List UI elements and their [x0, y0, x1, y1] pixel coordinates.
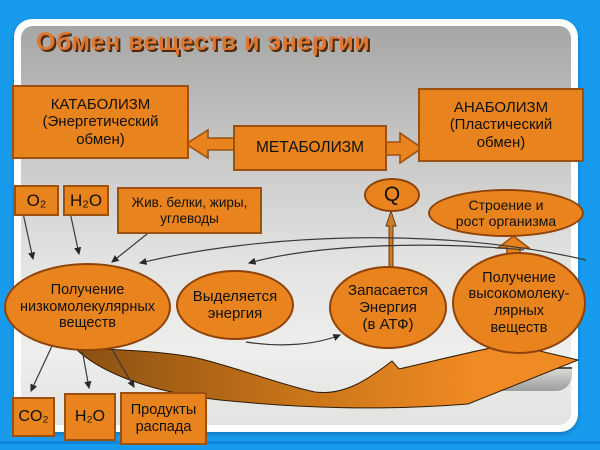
line-low-to-water-icon	[81, 348, 92, 390]
anabolism-box: АНАБОЛИЗМ (Пластический обмен)	[418, 88, 584, 162]
arrow-to-catabolism-icon	[184, 128, 235, 160]
cycle-swoosh-arrow-icon	[73, 343, 580, 409]
oxygen-input-box: O₂	[14, 185, 59, 216]
water-input-box: H₂O	[63, 185, 109, 216]
nutrients-box: Жив. белки, жиры, углеводы	[117, 187, 262, 234]
low-molecular-ellipse: Получение низкомолекулярных веществ	[4, 263, 171, 351]
arrow-energy-to-q-icon	[385, 209, 397, 277]
line-low-to-decay-icon	[109, 345, 135, 389]
water-output-box: H₂O	[64, 393, 116, 441]
line-oxygen-to-low-icon	[22, 212, 36, 261]
cycle-arc-bottom-icon	[245, 334, 342, 346]
line-water-to-low-icon	[69, 211, 82, 256]
arrow-to-anabolism-icon	[383, 131, 424, 165]
line-nutrients-to-low-icon	[111, 229, 153, 263]
decay-products-box: Продукты распада	[120, 392, 207, 445]
high-molecular-ellipse: Получение высокомолеку- лярных веществ	[452, 252, 586, 354]
page-title: Обмен веществ и энергии	[36, 28, 371, 56]
energy-stored-ellipse: Запасается Энергия (в АТФ)	[329, 266, 447, 349]
heat-q-ellipse: Q	[364, 178, 420, 212]
co2-output-box: CO₂	[12, 397, 55, 437]
cycle-arc-inner-icon	[247, 244, 525, 265]
cycle-arc-outer-icon	[138, 237, 587, 265]
line-low-to-co2-icon	[30, 345, 53, 393]
background-edge-line	[0, 441, 600, 444]
energy-released-ellipse: Выделяется энергия	[176, 270, 294, 340]
structure-growth-ellipse: Строение и рост организма	[428, 189, 584, 237]
metabolism-box: МЕТАБОЛИЗМ	[233, 125, 387, 171]
catabolism-box: КАТАБОЛИЗМ (Энергетический обмен)	[12, 85, 189, 159]
